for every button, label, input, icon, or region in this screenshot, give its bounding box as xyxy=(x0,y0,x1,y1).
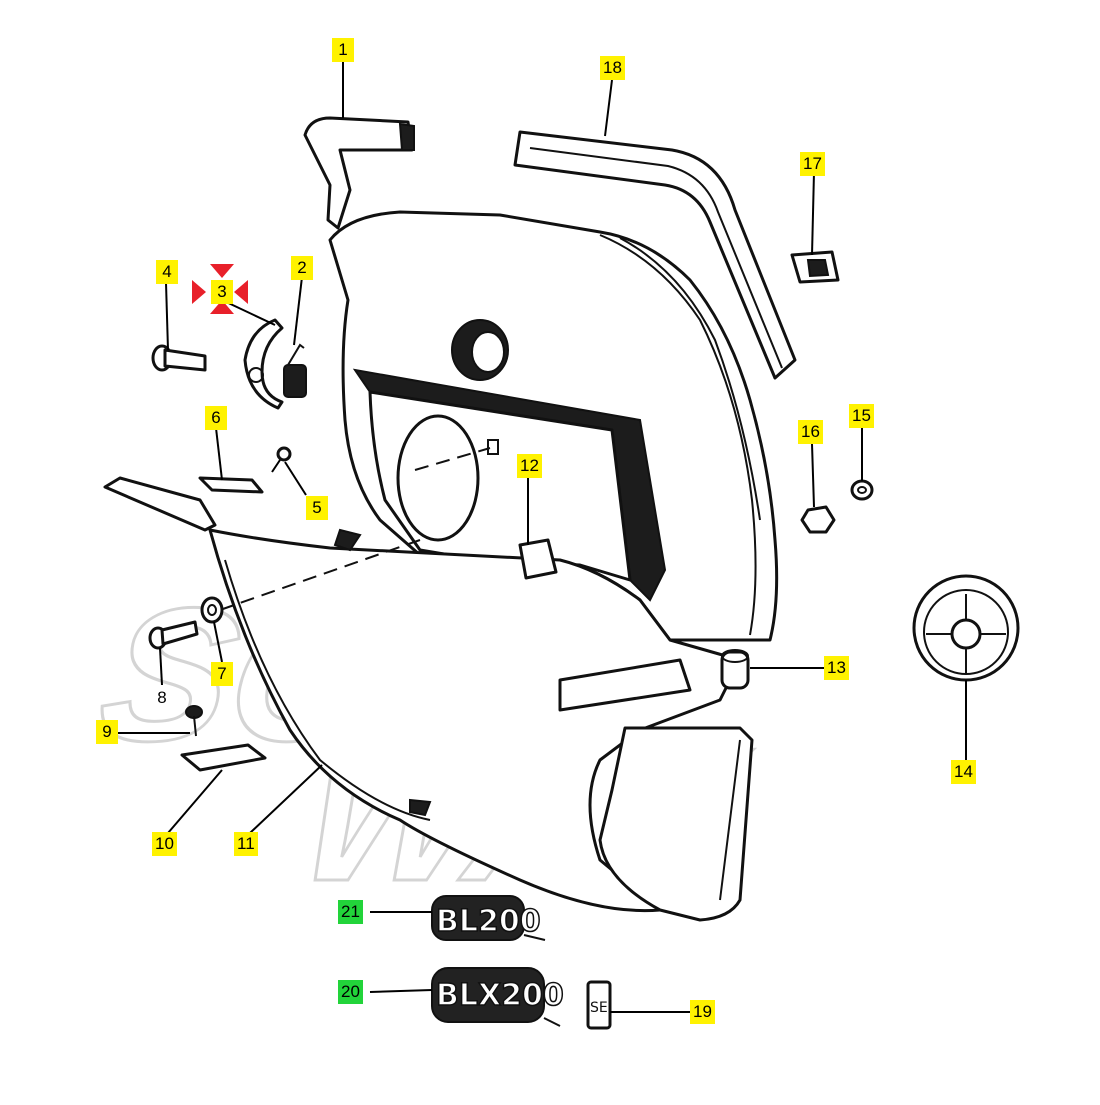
part-21-badge: BL200 xyxy=(431,895,546,941)
callout-18: 18 xyxy=(600,56,625,80)
part-5-screw xyxy=(271,446,292,473)
callout-19: 19 xyxy=(690,1000,715,1024)
callout-6: 6 xyxy=(205,406,227,430)
part-20-badge: BLX200 xyxy=(431,967,564,1027)
part-8-screw xyxy=(148,620,199,650)
callout-5: 5 xyxy=(306,496,328,520)
callout-14: 14 xyxy=(951,760,976,784)
part-1-end-cap xyxy=(398,122,415,151)
part-9-rivet xyxy=(185,705,203,737)
selection-marker xyxy=(192,264,248,314)
part-16-nut xyxy=(800,505,836,534)
part-17-hole xyxy=(806,259,830,278)
callout-20: 20 xyxy=(338,980,363,1004)
callout-12: 12 xyxy=(517,454,542,478)
callout-3: 3 xyxy=(211,280,233,304)
part-2-spring xyxy=(283,343,307,398)
callout-4: 4 xyxy=(156,260,178,284)
part-6-catch xyxy=(198,476,264,494)
part-14-wheel-cover xyxy=(912,574,1020,682)
part-19-badge: SE xyxy=(586,980,612,1030)
callout-2: 2 xyxy=(291,256,313,280)
callout-11: 11 xyxy=(234,832,258,856)
callout-15: 15 xyxy=(849,404,874,428)
part-10-bracket xyxy=(180,743,267,772)
callout-16: 16 xyxy=(798,420,823,444)
part-18-trim-strip xyxy=(513,130,797,380)
badge-20-text: BLX200 xyxy=(436,978,564,1013)
callout-1: 1 xyxy=(332,38,354,62)
part-7-washer xyxy=(200,596,224,624)
callout-17: 17 xyxy=(800,152,825,176)
badge-19-text: SE xyxy=(590,1000,608,1016)
callout-10: 10 xyxy=(152,832,177,856)
badge-21-text: BL200 xyxy=(436,904,541,939)
assembly-line xyxy=(219,539,421,611)
callout-7: 7 xyxy=(211,662,233,686)
callout-8: 8 xyxy=(157,688,167,707)
part-12-block xyxy=(518,538,558,580)
callout-13: 13 xyxy=(824,656,849,680)
part-4-pin xyxy=(151,344,207,372)
part-15-washer xyxy=(850,479,874,501)
part-11-side-panel xyxy=(103,210,779,922)
part-13-spacer xyxy=(720,649,750,690)
leader-lines xyxy=(118,60,967,1013)
part-1-edge-strip xyxy=(303,116,414,230)
callout-21: 21 xyxy=(338,900,363,924)
part-3-hinge xyxy=(243,318,284,410)
part-18-inner-line xyxy=(529,147,783,369)
callout-9: 9 xyxy=(96,720,118,744)
